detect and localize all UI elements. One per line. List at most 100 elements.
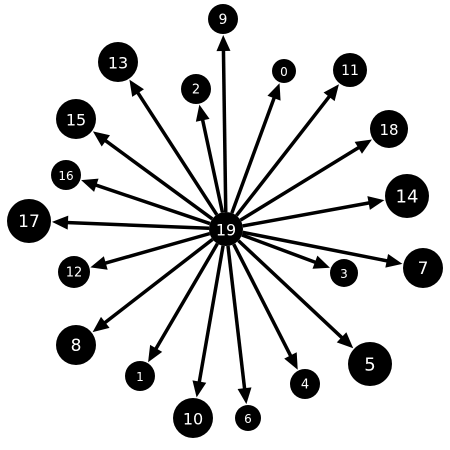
arrowhead-19-to-14 (367, 196, 385, 210)
node-label-16: 16 (58, 169, 73, 183)
node-label-12: 12 (66, 266, 83, 281)
node-label-7: 7 (418, 259, 429, 279)
node-17: 17 (7, 199, 51, 243)
node-14: 14 (385, 174, 429, 218)
arrowhead-19-to-9 (216, 34, 231, 52)
node-circle-4 (290, 369, 320, 399)
arrowhead-19-to-12 (90, 256, 108, 270)
node-label-3: 3 (340, 267, 348, 281)
edge-19-to-4 (232, 243, 293, 359)
node-label-18: 18 (379, 121, 398, 139)
node-18: 18 (370, 110, 408, 148)
node-circle-9 (208, 4, 238, 34)
node-label-15: 15 (66, 111, 86, 130)
arrowhead-19-to-15 (92, 131, 110, 147)
node-16: 16 (51, 160, 81, 190)
edge-19-to-16 (93, 182, 211, 226)
node-label-10: 10 (183, 410, 203, 429)
arrowhead-19-to-11 (323, 84, 339, 102)
arrowhead-19-to-10 (192, 380, 207, 398)
node-8: 8 (56, 325, 96, 365)
node-circle-11 (333, 53, 367, 87)
node-circle-8 (56, 325, 96, 365)
node-1: 1 (125, 361, 155, 391)
edge-19-to-17 (65, 220, 210, 231)
node-circle-14 (385, 174, 429, 218)
node-circle-3 (330, 259, 358, 287)
node-circle-7 (403, 248, 443, 288)
edge-19-to-7 (242, 230, 390, 263)
edge-19-to-1 (153, 242, 219, 351)
node-circle-15 (56, 99, 96, 139)
node-19: 19 (209, 212, 243, 246)
edge-19-to-12 (103, 231, 211, 266)
edge-19-to-0 (230, 95, 277, 214)
node-label-14: 14 (396, 187, 419, 208)
node-circle-10 (173, 398, 213, 438)
node-label-4: 4 (301, 378, 309, 393)
node-0: 0 (272, 59, 296, 83)
node-2: 2 (181, 74, 211, 104)
arrowhead-19-to-6 (237, 387, 252, 405)
arrowhead-19-to-18 (354, 139, 372, 154)
edge-19-to-6 (226, 245, 247, 391)
node-circle-5 (348, 342, 392, 386)
node-label-19: 19 (216, 221, 236, 240)
node-label-5: 5 (364, 355, 375, 376)
edge-19-to-14 (242, 200, 371, 228)
node-5: 5 (348, 342, 392, 386)
node-label-9: 9 (219, 12, 228, 28)
node-label-13: 13 (108, 54, 128, 73)
node-7: 7 (403, 248, 443, 288)
node-circle-18 (370, 110, 408, 148)
arrowhead-19-to-2 (195, 104, 210, 122)
node-10: 10 (173, 398, 213, 438)
node-3: 3 (330, 259, 358, 287)
arrowhead-19-to-8 (92, 316, 110, 333)
edge-19-to-8 (102, 238, 214, 325)
node-circle-0 (272, 59, 296, 83)
edge-19-to-10 (197, 245, 225, 384)
node-label-8: 8 (71, 336, 82, 356)
edge-19-to-2 (200, 117, 225, 213)
arrowhead-19-to-4 (284, 352, 298, 370)
node-6: 6 (235, 405, 261, 431)
arrowhead-19-to-16 (81, 178, 99, 192)
edge-19-to-9 (221, 48, 228, 213)
arrowhead-19-to-0 (267, 83, 281, 101)
arrowhead-19-to-7 (385, 253, 403, 268)
node-label-11: 11 (341, 63, 359, 79)
arrowhead-19-to-1 (148, 344, 163, 363)
node-circle-2 (181, 74, 211, 104)
node-11: 11 (333, 53, 367, 87)
arrowhead-19-to-13 (129, 79, 144, 97)
node-circle-17 (7, 199, 51, 243)
arrowhead-19-to-17 (51, 215, 69, 230)
arrowhead-19-to-3 (312, 255, 330, 269)
node-circle-12 (58, 256, 90, 288)
node-4: 4 (290, 369, 320, 399)
node-12: 12 (58, 256, 90, 288)
node-9: 9 (208, 4, 238, 34)
node-15: 15 (56, 99, 96, 139)
node-label-17: 17 (18, 212, 40, 232)
edge-19-to-11 (235, 94, 332, 217)
edge-19-to-5 (237, 239, 345, 340)
node-circle-19 (209, 212, 243, 246)
node-circle-13 (98, 42, 138, 82)
node-label-0: 0 (280, 65, 288, 79)
node-circle-1 (125, 361, 155, 391)
node-label-1: 1 (136, 370, 144, 384)
node-label-6: 6 (244, 412, 252, 426)
edge-19-to-15 (103, 138, 214, 221)
edge-19-to-13 (135, 90, 219, 216)
node-13: 13 (98, 42, 138, 82)
edges-layer (51, 34, 403, 405)
edge-19-to-3 (241, 233, 318, 265)
node-label-2: 2 (192, 83, 200, 98)
node-circle-6 (235, 405, 261, 431)
arrowhead-19-to-5 (336, 332, 354, 349)
edge-19-to-18 (239, 145, 361, 222)
